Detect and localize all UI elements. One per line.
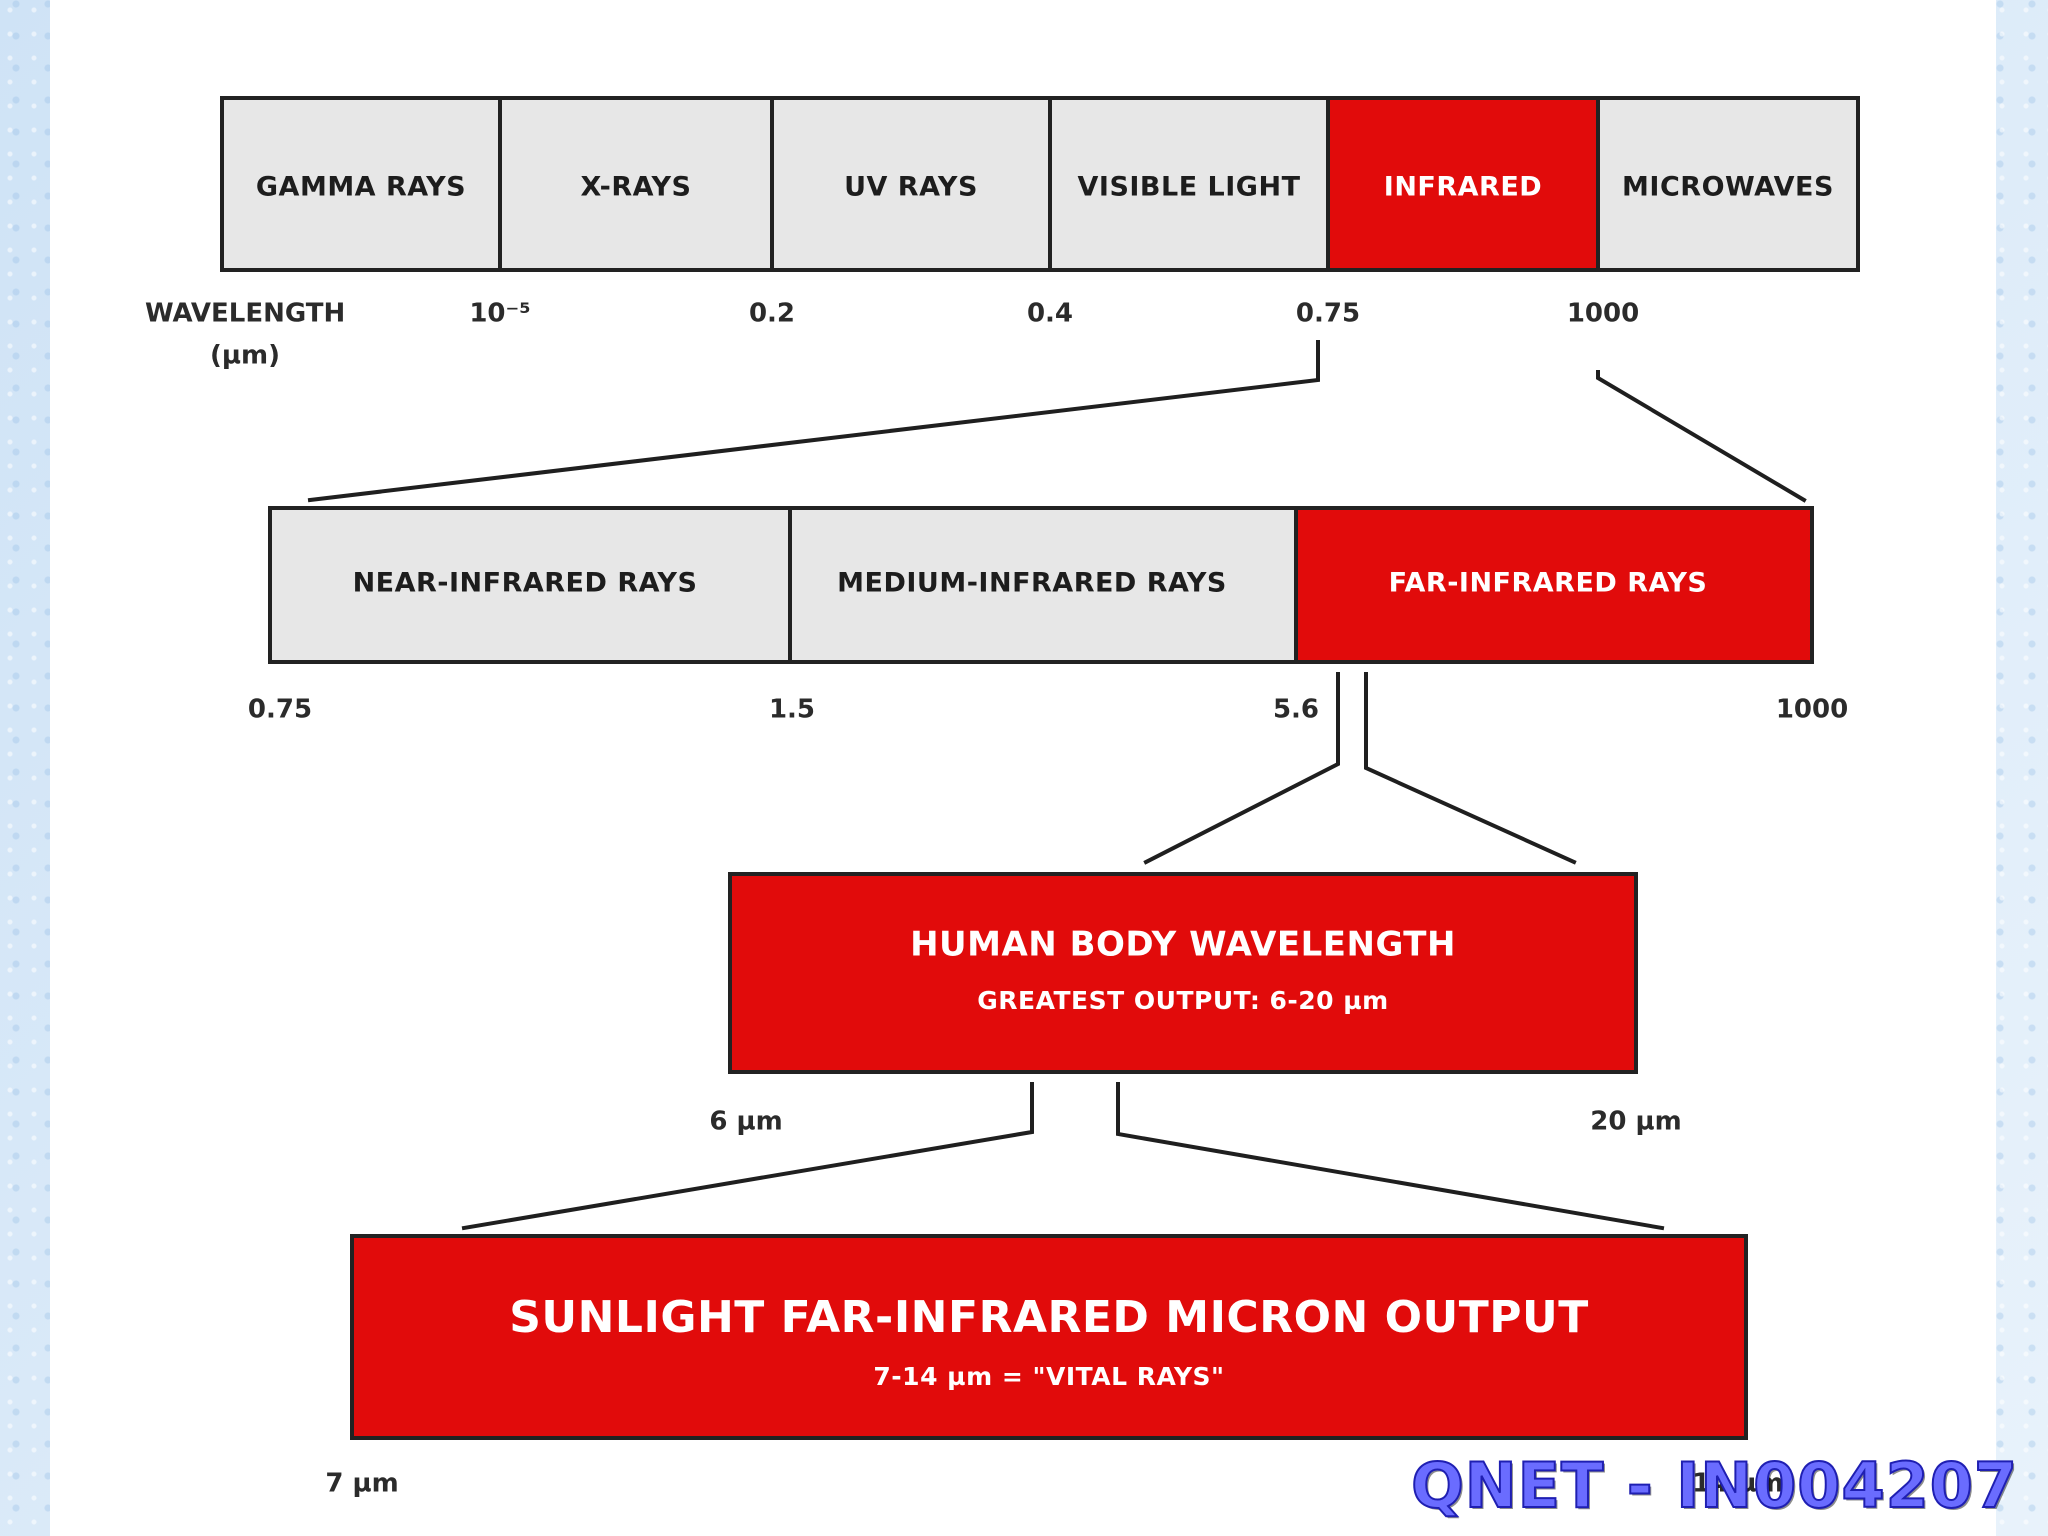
infrared-bar: NEAR-INFRARED RAYS MEDIUM-INFRARED RAYS … (268, 506, 1814, 664)
segment-label-x-rays: X-RAYS (581, 172, 692, 203)
segment-label-near-infrared: NEAR-INFRARED RAYS (353, 568, 698, 599)
segment-medium-infrared (788, 506, 1298, 664)
axis-label-unit: (µm) (210, 341, 280, 371)
connector-infrared-right (1596, 370, 1807, 503)
spectrum-tick-2: 0.2 (749, 299, 795, 329)
segment-label-infrared: INFRARED (1384, 172, 1542, 203)
segment-label-far-infrared: FAR-INFRARED RAYS (1389, 568, 1708, 599)
human-body-panel (728, 872, 1638, 1074)
connector-human-left (461, 1082, 1034, 1231)
sunlight-box: SUNLIGHT FAR-INFRARED MICRON OUTPUT 7-14… (350, 1234, 1748, 1440)
spectrum-axis: WAVELENGTH (µm) 10⁻⁵ 0.2 0.4 0.75 1000 (145, 299, 1639, 371)
infrared-tick-1: 0.75 (248, 695, 312, 725)
infrared-axis: 0.75 1.5 5.6 1000 (248, 695, 1848, 725)
sunlight-tick-left: 7 µm (325, 1469, 398, 1499)
segment-label-gamma-rays: GAMMA RAYS (256, 172, 466, 203)
spectrum-tick-5: 1000 (1567, 299, 1639, 329)
human-body-box: HUMAN BODY WAVELENGTH GREATEST OUTPUT: 6… (728, 872, 1638, 1074)
infrared-tick-4: 1000 (1776, 695, 1848, 725)
connector-infrared-left (307, 340, 1320, 503)
segment-label-microwaves: MICROWAVES (1622, 172, 1834, 203)
qnet-watermark: QNET - IN004207 (1410, 1448, 2018, 1523)
segment-gamma-rays (220, 96, 502, 272)
sunlight-subtitle: 7-14 µm = "VITAL RAYS" (873, 1362, 1224, 1391)
human-body-tick-right: 20 µm (1590, 1107, 1681, 1137)
segment-far-infrared (1294, 506, 1814, 664)
infrared-tick-2: 1.5 (769, 695, 815, 725)
segment-near-infrared (268, 506, 792, 664)
spectrum-tick-1: 10⁻⁵ (469, 299, 530, 329)
human-body-title: HUMAN BODY WAVELENGTH (910, 925, 1456, 965)
connector-far-ir-left (1143, 672, 1340, 865)
spectrum-tick-3: 0.4 (1027, 299, 1073, 329)
spectrum-tick-4: 0.75 (1296, 299, 1360, 329)
segment-infrared (1326, 96, 1600, 272)
sunlight-title: SUNLIGHT FAR-INFRARED MICRON OUTPUT (509, 1292, 1589, 1343)
segment-label-visible-light: VISIBLE LIGHT (1078, 172, 1301, 203)
axis-label-wavelength: WAVELENGTH (145, 299, 345, 329)
connector-far-ir-right (1364, 672, 1577, 865)
connector-human-right (1116, 1082, 1665, 1231)
segment-label-medium-infrared: MEDIUM-INFRARED RAYS (837, 568, 1227, 599)
spectrum-bar: GAMMA RAYS X-RAYS UV RAYS VISIBLE LIGHT … (220, 96, 1860, 272)
human-body-tick-left: 6 µm (709, 1107, 782, 1137)
segment-label-uv-rays: UV RAYS (844, 172, 978, 203)
human-body-subtitle: GREATEST OUTPUT: 6-20 µm (977, 986, 1388, 1015)
segment-visible-light (1048, 96, 1330, 272)
sunlight-tick-right: 14 µm (1692, 1469, 1783, 1499)
infrared-tick-3: 5.6 (1273, 695, 1319, 725)
segment-microwaves (1596, 96, 1860, 272)
sunlight-panel (350, 1234, 1748, 1440)
